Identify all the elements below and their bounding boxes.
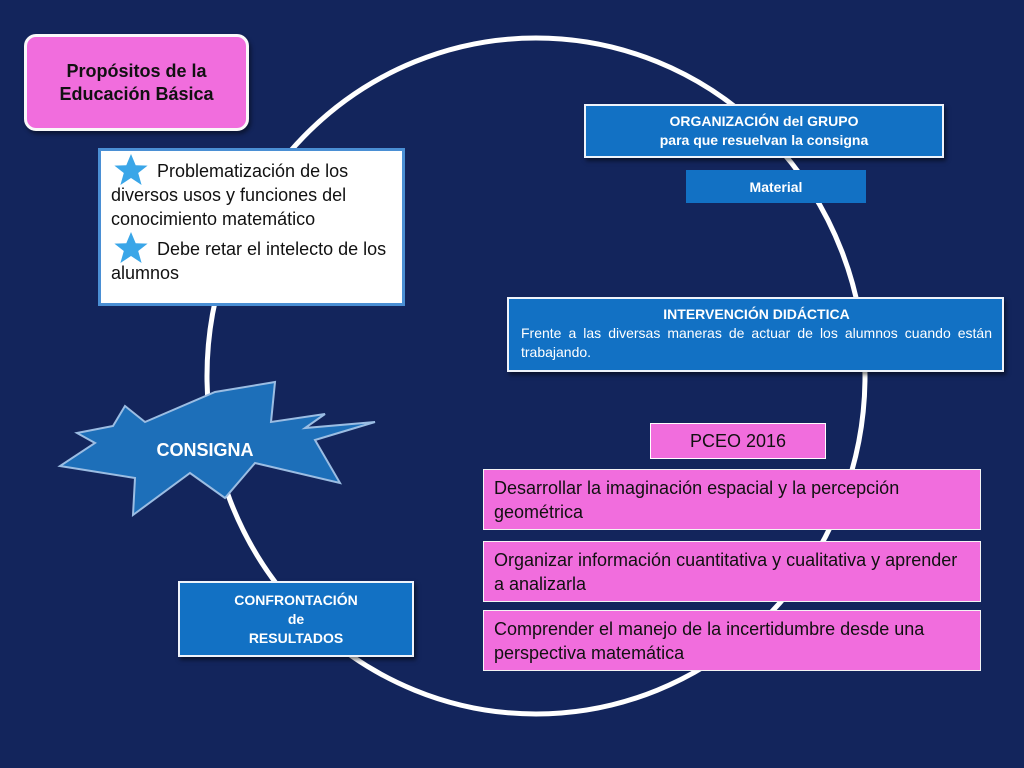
intervention-title: INTERVENCIÓN DIDÁCTICA <box>663 306 850 322</box>
confrontation-line1: CONFRONTACIÓN <box>234 592 358 608</box>
pceo-item-text: Organizar información cuantitativa y cua… <box>494 550 958 594</box>
consigna-label: CONSIGNA <box>156 440 254 460</box>
bullet-text: Problematización de los diversos usos y … <box>111 161 349 229</box>
purposes-box: Propósitos de la Educación Básica <box>24 34 249 131</box>
pceo-item: Comprender el manejo de la incertidumbre… <box>483 610 981 671</box>
organization-line2: para que resuelvan la consigna <box>659 132 869 148</box>
pceo-item: Desarrollar la imaginación espacial y la… <box>483 469 981 530</box>
bullet-item: Problematización de los diversos usos y … <box>111 154 392 231</box>
organization-box: ORGANIZACIÓN del GRUPO para que resuelva… <box>584 104 944 158</box>
star-icon <box>114 154 148 185</box>
purposes-title-line2: Educación Básica <box>59 83 214 104</box>
material-box: Material <box>686 170 866 203</box>
bullet-text: Debe retar el intelecto de los alumnos <box>111 239 387 283</box>
problem-bullets-box: Problematización de los diversos usos y … <box>98 148 405 306</box>
confrontation-box: CONFRONTACIÓN de RESULTADOS <box>178 581 414 657</box>
pceo-item: Organizar información cuantitativa y cua… <box>483 541 981 602</box>
intervention-body: Frente a las diversas maneras de actuar … <box>521 325 992 360</box>
star-icon <box>114 232 148 263</box>
purposes-title-line1: Propósitos de la <box>66 60 207 81</box>
organization-line1: ORGANIZACIÓN del GRUPO <box>669 113 859 129</box>
pceo-item-text: Desarrollar la imaginación espacial y la… <box>494 478 900 522</box>
pceo-item-text: Comprender el manejo de la incertidumbre… <box>494 619 925 663</box>
pceo-label: PCEO 2016 <box>689 430 787 451</box>
confrontation-line3: RESULTADOS <box>248 630 344 646</box>
intervention-box: INTERVENCIÓN DIDÁCTICA Frente a las dive… <box>507 297 1004 372</box>
consigna-burst <box>57 380 376 518</box>
bullet-item: Debe retar el intelecto de los alumnos <box>111 232 392 285</box>
material-label: Material <box>749 178 803 195</box>
confrontation-line2: de <box>287 611 305 627</box>
pceo-box: PCEO 2016 <box>650 423 826 459</box>
